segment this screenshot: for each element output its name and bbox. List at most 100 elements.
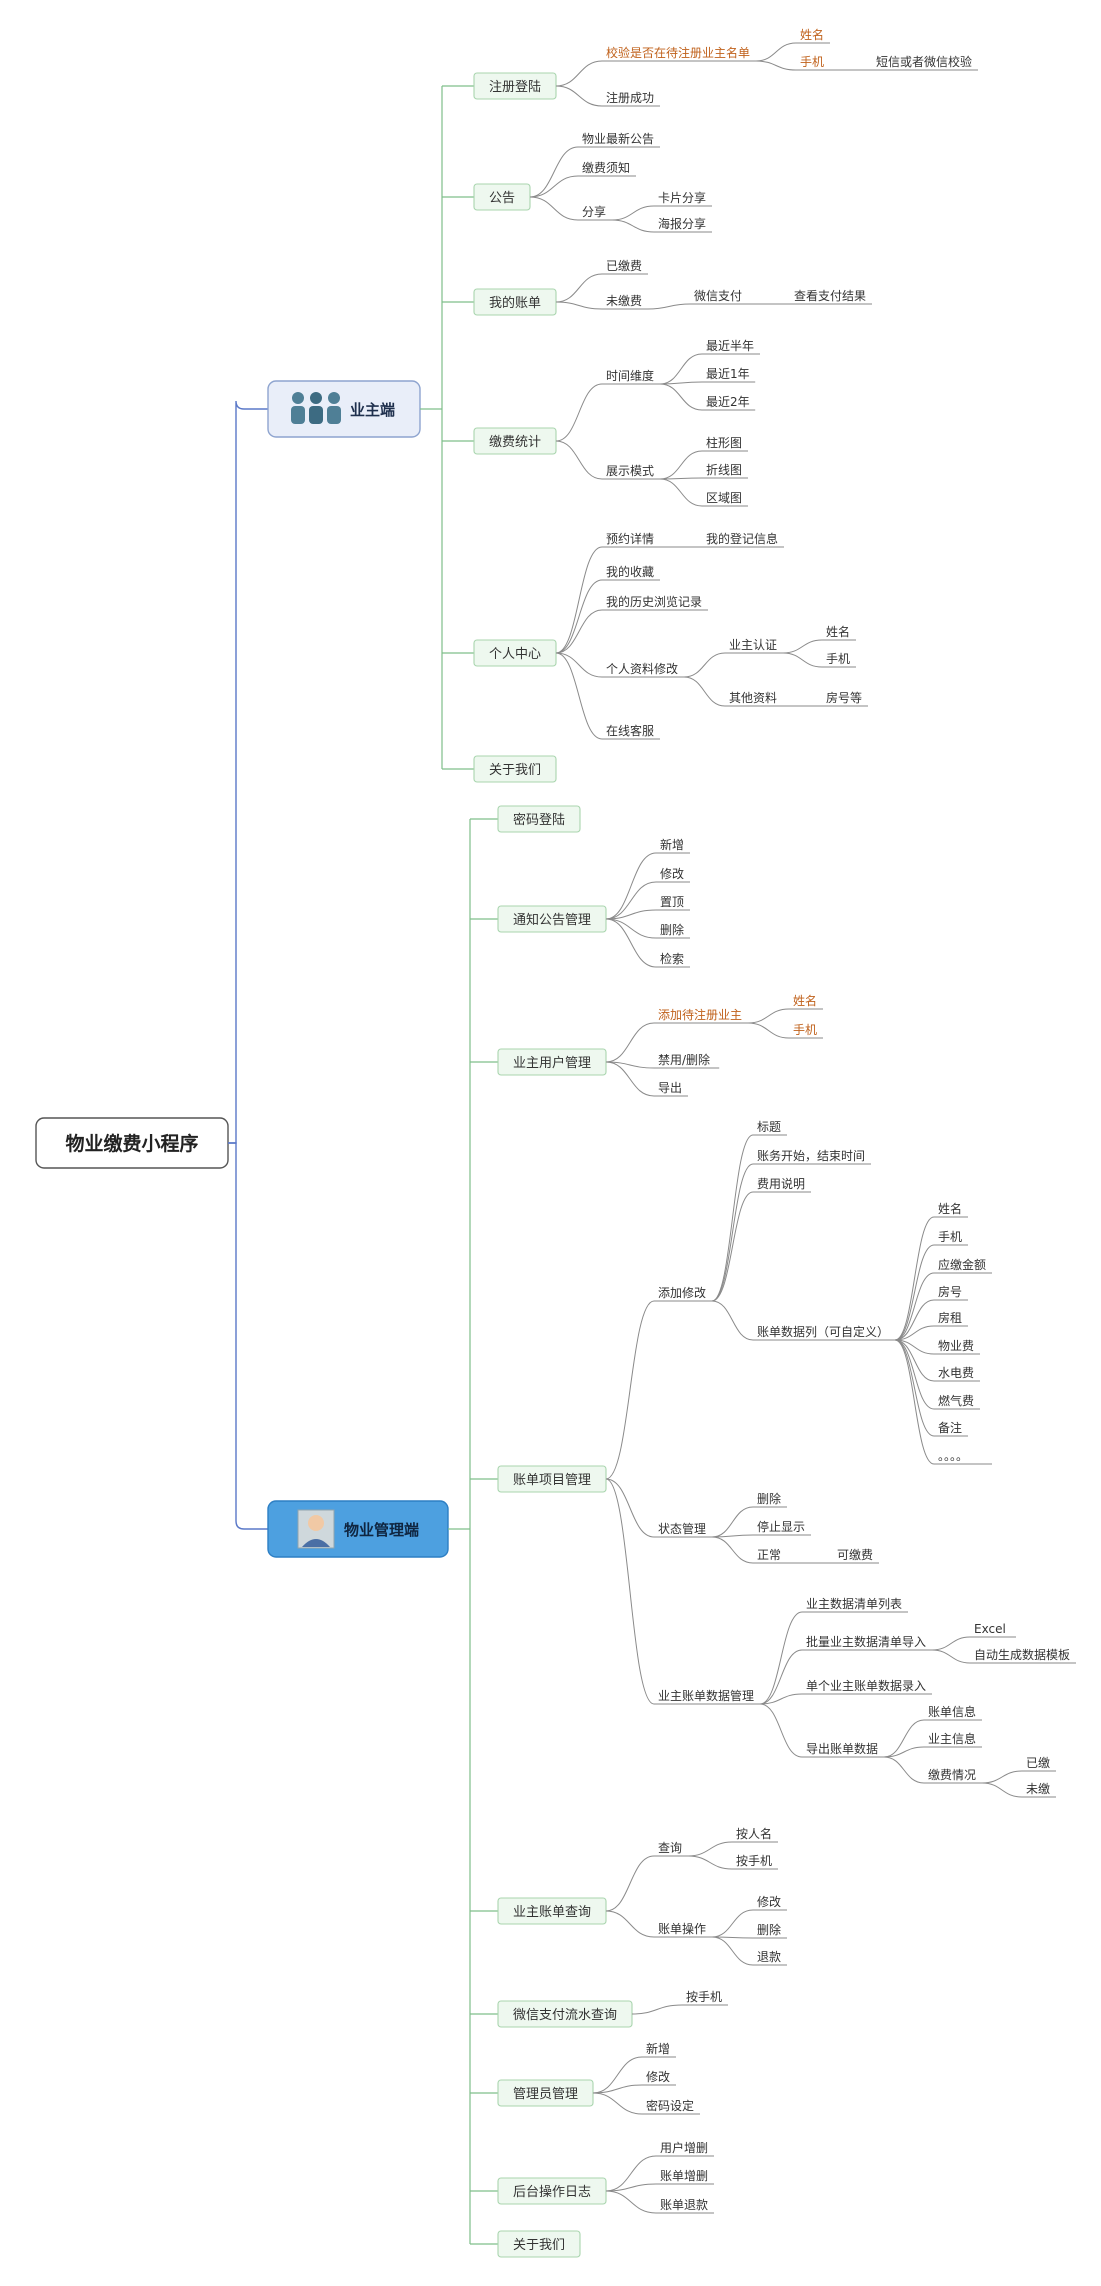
admin-node[interactable]: 物业管理端 <box>267 1500 449 1558</box>
topic-node[interactable]: 导出账单数据 <box>802 1741 884 1758</box>
topic-node[interactable]: 姓名 <box>796 27 830 44</box>
section-admin-7[interactable]: 后台操作日志 <box>497 2177 607 2205</box>
topic-node[interactable]: 我的收藏 <box>602 564 660 581</box>
topic-node[interactable]: 短信或者微信校验 <box>872 54 978 71</box>
topic-node[interactable]: 批量业主数据清单导入 <box>802 1634 932 1651</box>
topic-node[interactable]: 手机 <box>789 1023 823 1039</box>
topic-node[interactable]: 时间维度 <box>602 368 660 385</box>
section-admin-4[interactable]: 业主账单查询 <box>497 1897 607 1925</box>
topic-node[interactable]: 账单增删 <box>656 2169 714 2185</box>
topic-node[interactable]: 。。。。 <box>934 1449 992 1465</box>
topic-node[interactable]: 校验是否在待注册业主名单 <box>602 45 756 62</box>
topic-node[interactable]: 账单信息 <box>924 1704 982 1721</box>
topic-node[interactable]: 缴费情况 <box>924 1767 982 1784</box>
topic-node[interactable]: 禁用/删除 <box>654 1052 720 1069</box>
topic-node[interactable]: 展示模式 <box>602 464 660 480</box>
section-admin-0[interactable]: 密码登陆 <box>497 805 581 833</box>
topic-node[interactable]: 卡片分享 <box>654 190 712 207</box>
section-owner-5[interactable]: 关于我们 <box>473 755 557 783</box>
topic-node[interactable]: 单个业主账单数据录入 <box>802 1678 932 1695</box>
topic-node[interactable]: 删除 <box>753 1922 787 1939</box>
topic-node[interactable]: 微信支付 <box>690 289 748 305</box>
topic-node[interactable]: 业主账单数据管理 <box>654 1688 760 1705</box>
topic-node[interactable]: 删除 <box>656 922 690 939</box>
topic-node[interactable]: 业主认证 <box>725 638 783 654</box>
section-owner-0[interactable]: 注册登陆 <box>473 72 557 100</box>
topic-node[interactable]: 可缴费 <box>833 1547 879 1564</box>
topic-node[interactable]: 房号等 <box>822 690 868 707</box>
topic-node[interactable]: 手机 <box>796 55 830 71</box>
topic-node[interactable]: 缴费须知 <box>578 160 636 177</box>
topic-node[interactable]: 已缴 <box>1022 1755 1056 1772</box>
topic-node[interactable]: 添加修改 <box>654 1285 712 1302</box>
topic-node[interactable]: 水电费 <box>934 1366 980 1382</box>
topic-node[interactable]: 账务开始，结束时间 <box>753 1148 871 1165</box>
section-admin-6[interactable]: 管理员管理 <box>497 2079 594 2107</box>
topic-node[interactable]: 未缴费 <box>602 293 648 310</box>
topic-node[interactable]: 状态管理 <box>654 1521 712 1538</box>
topic-node[interactable]: 新增 <box>642 2041 676 2058</box>
topic-node[interactable]: 账单操作 <box>654 1921 712 1938</box>
topic-node[interactable]: 退款 <box>753 1950 787 1966</box>
topic-node[interactable]: 删除 <box>753 1491 787 1508</box>
topic-node[interactable]: 房号 <box>934 1284 968 1301</box>
topic-node[interactable]: 燃气费 <box>934 1393 980 1410</box>
topic-node[interactable]: 账单数据列（可自定义） <box>753 1324 895 1341</box>
topic-node[interactable]: 修改 <box>753 1894 787 1911</box>
topic-node[interactable]: 手机 <box>822 652 856 668</box>
topic-node[interactable]: 查看支付结果 <box>790 289 872 305</box>
topic-node[interactable]: 海报分享 <box>654 216 712 233</box>
topic-node[interactable]: 我的历史浏览记录 <box>602 594 708 611</box>
topic-node[interactable]: 分享 <box>578 204 612 221</box>
topic-node[interactable]: 注册成功 <box>602 90 660 107</box>
topic-node[interactable]: 自动生成数据模板 <box>970 1647 1076 1664</box>
topic-node[interactable]: 预约详情 <box>602 531 660 548</box>
section-owner-4[interactable]: 个人中心 <box>473 639 557 667</box>
topic-node[interactable]: 停止显示 <box>753 1519 811 1536</box>
section-owner-2[interactable]: 我的账单 <box>473 288 557 316</box>
topic-node[interactable]: 其他资料 <box>725 691 783 707</box>
topic-node[interactable]: 已缴费 <box>602 258 648 275</box>
topic-node[interactable]: 置顶 <box>656 895 690 911</box>
topic-node[interactable]: 在线客服 <box>602 723 660 740</box>
section-admin-8[interactable]: 关于我们 <box>497 2230 581 2258</box>
topic-node[interactable]: 应缴金额 <box>934 1257 992 1274</box>
topic-node[interactable]: 账单退款 <box>656 2198 714 2214</box>
topic-node[interactable]: 修改 <box>642 2069 676 2086</box>
topic-node[interactable]: 姓名 <box>789 993 823 1010</box>
topic-node[interactable]: 个人资料修改 <box>602 661 684 678</box>
topic-node[interactable]: 导出 <box>654 1081 688 1097</box>
topic-node[interactable]: 修改 <box>656 866 690 883</box>
topic-node[interactable]: 标题 <box>753 1120 787 1136</box>
topic-node[interactable]: 手机 <box>934 1230 968 1246</box>
topic-node[interactable]: 最近2年 <box>702 395 756 411</box>
topic-node[interactable]: 姓名 <box>934 1201 968 1218</box>
topic-node[interactable]: 房租 <box>934 1310 968 1327</box>
section-owner-3[interactable]: 缴费统计 <box>473 427 557 455</box>
topic-node[interactable]: 按人名 <box>732 1826 778 1843</box>
section-admin-3[interactable]: 账单项目管理 <box>497 1465 607 1493</box>
section-admin-5[interactable]: 微信支付流水查询 <box>497 2000 633 2028</box>
topic-node[interactable]: 按手机 <box>682 1990 728 2006</box>
topic-node[interactable]: 折线图 <box>702 462 748 479</box>
topic-node[interactable]: 我的登记信息 <box>702 531 784 548</box>
topic-node[interactable]: Excel <box>970 1622 1016 1638</box>
topic-node[interactable]: 柱形图 <box>702 435 748 452</box>
topic-node[interactable]: 正常 <box>753 1548 787 1564</box>
topic-node[interactable]: 业主信息 <box>924 1731 982 1748</box>
owner-node[interactable]: 业主端 <box>267 380 421 438</box>
root-node[interactable]: 物业缴费小程序 <box>35 1117 229 1169</box>
topic-node[interactable]: 物业最新公告 <box>578 131 660 148</box>
topic-node[interactable]: 姓名 <box>822 624 856 641</box>
section-owner-1[interactable]: 公告 <box>473 183 531 211</box>
topic-node[interactable]: 备注 <box>934 1420 968 1437</box>
topic-node[interactable]: 业主数据清单列表 <box>802 1596 908 1613</box>
topic-node[interactable]: 新增 <box>656 837 690 854</box>
topic-node[interactable]: 密码设定 <box>642 2098 700 2115</box>
topic-node[interactable]: 费用说明 <box>753 1176 811 1193</box>
section-admin-2[interactable]: 业主用户管理 <box>497 1048 607 1076</box>
topic-node[interactable]: 检索 <box>656 951 690 968</box>
topic-node[interactable]: 未缴 <box>1022 1781 1056 1798</box>
topic-node[interactable]: 添加待注册业主 <box>654 1007 748 1024</box>
section-admin-1[interactable]: 通知公告管理 <box>497 905 607 933</box>
